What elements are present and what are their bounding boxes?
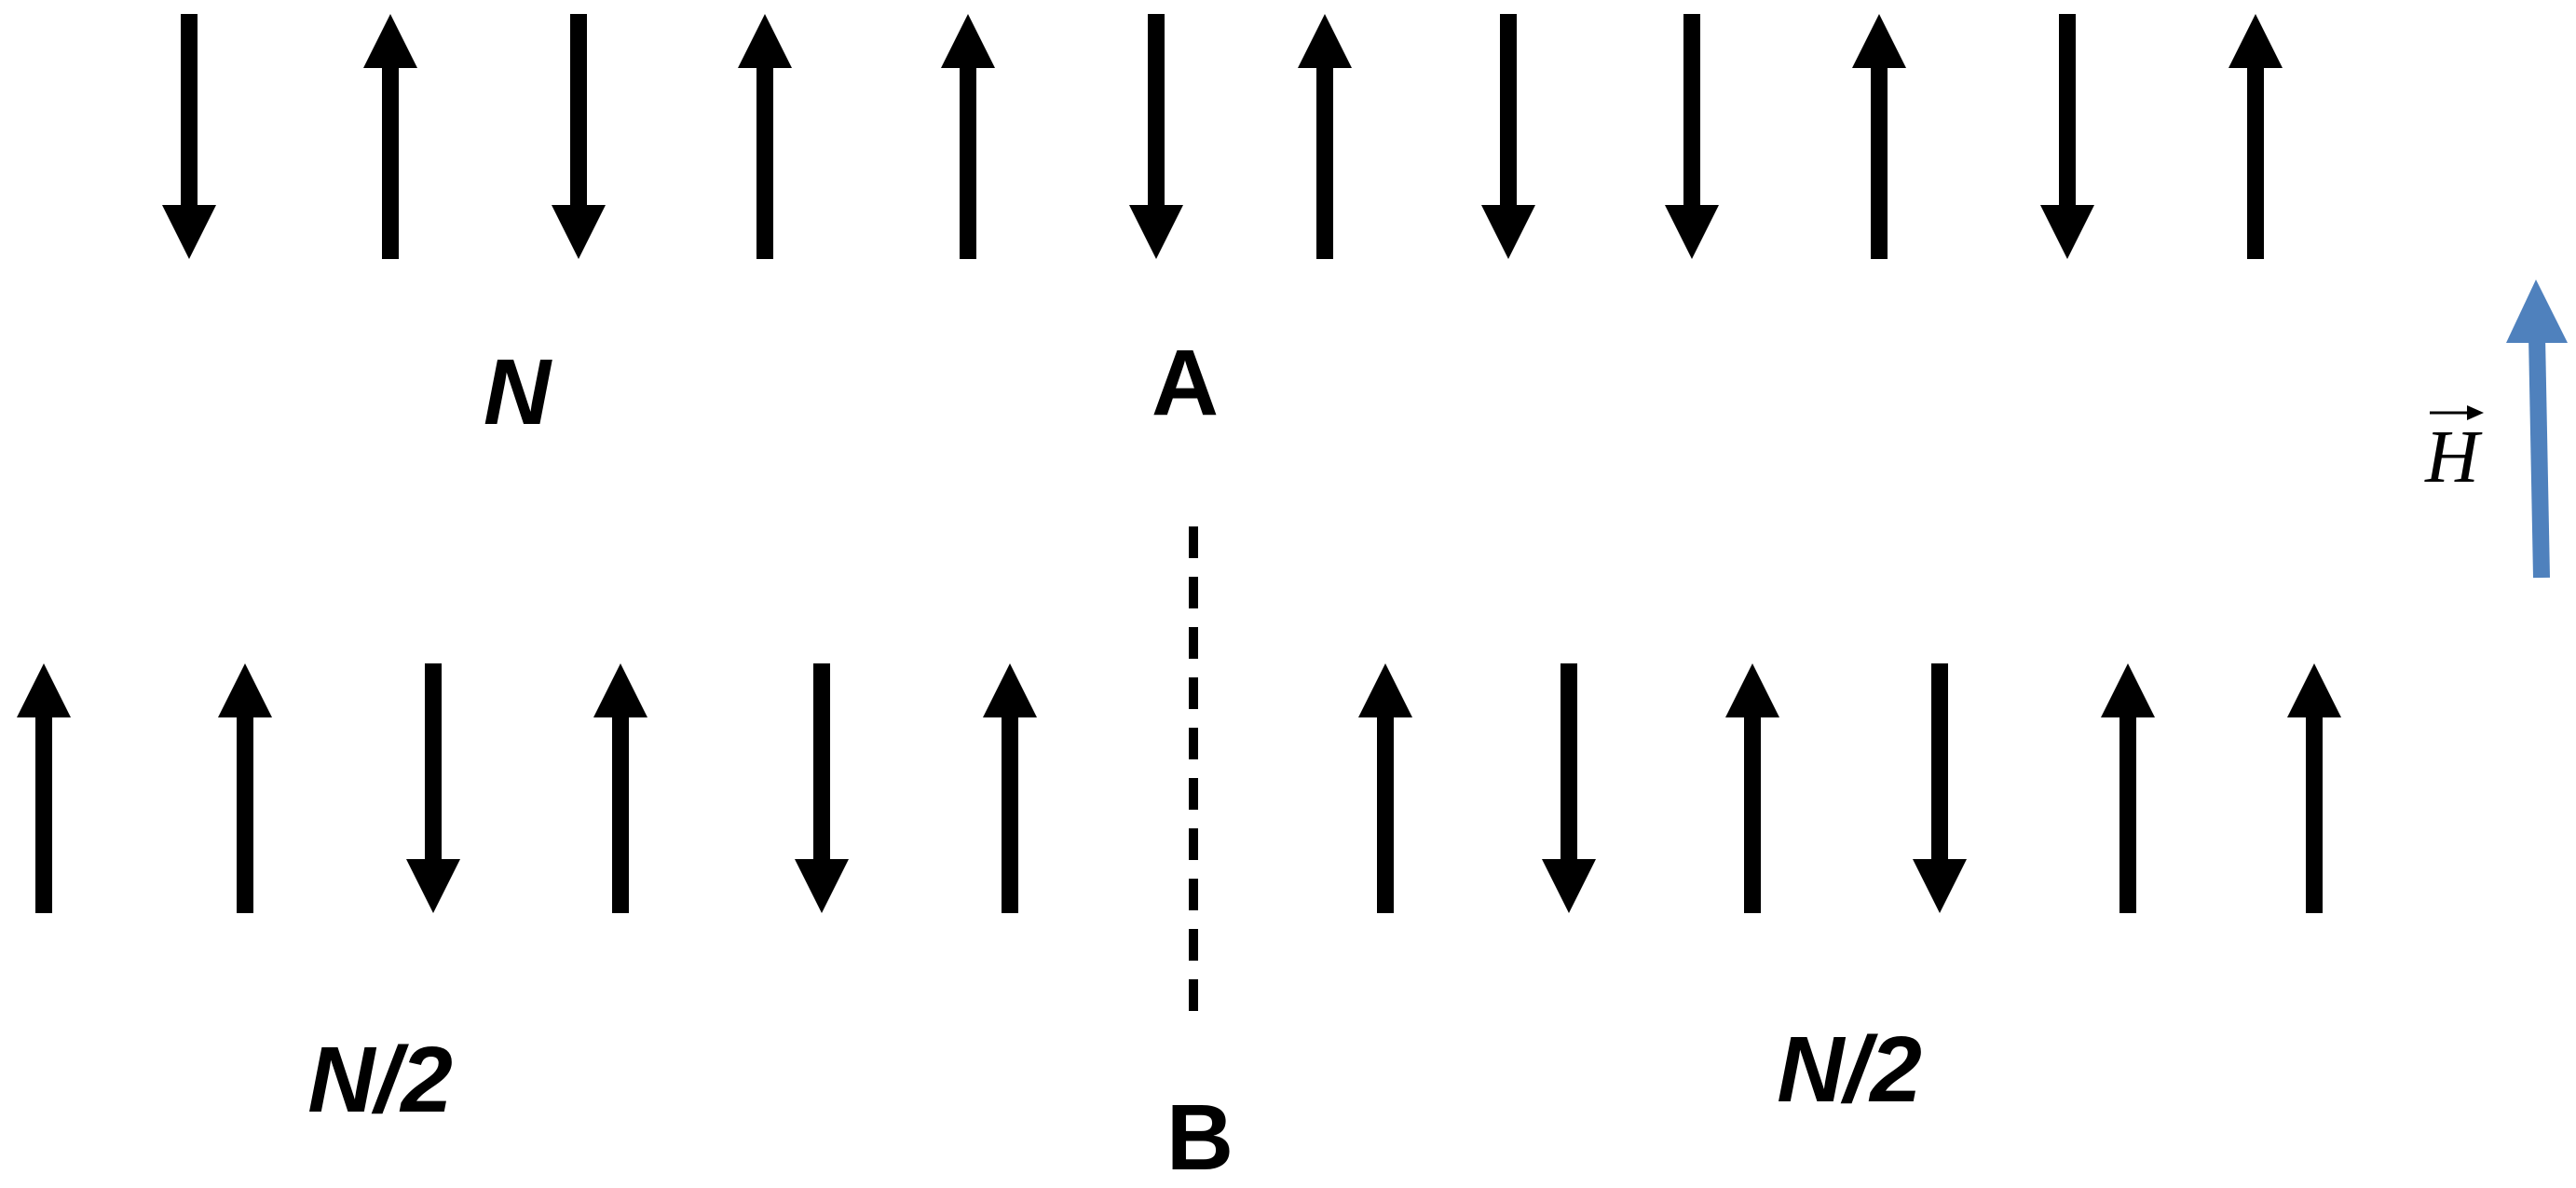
spin-arrow-shaft bbox=[1148, 14, 1165, 207]
spin-arrow-head bbox=[1481, 205, 1535, 259]
spin-arrow-shaft bbox=[35, 716, 52, 913]
row-b-left-spin-up-arrow bbox=[17, 663, 71, 913]
row-a-spin-down-arrow bbox=[162, 14, 216, 259]
row-a-spins bbox=[162, 14, 2283, 259]
spin-arrow-head bbox=[2101, 663, 2155, 717]
spin-arrow-head bbox=[1665, 205, 1719, 259]
spin-arrow-head bbox=[1298, 14, 1352, 68]
row-b-label: B bbox=[1166, 1086, 1233, 1188]
spin-arrow-head bbox=[1852, 14, 1906, 68]
row-b-right-spin-up-arrow bbox=[2101, 663, 2155, 913]
row-a-spin-up-arrow bbox=[941, 14, 995, 259]
spin-arrow-head bbox=[1358, 663, 1412, 717]
spin-arrow-shaft bbox=[960, 66, 976, 259]
row-b-right-spin-up-arrow bbox=[1725, 663, 1779, 913]
row-b-right-count-label: N/2 bbox=[1777, 1017, 1922, 1122]
spin-arrow-shaft bbox=[1500, 14, 1517, 207]
row-a-spin-down-arrow bbox=[552, 14, 606, 259]
row-b-left-spin-up-arrow bbox=[983, 663, 1037, 913]
row-b-right-spin-down-arrow bbox=[1913, 663, 1967, 913]
spin-arrow-head bbox=[406, 859, 460, 913]
spin-arrow-head bbox=[1913, 859, 1967, 913]
spin-arrow-shaft bbox=[382, 66, 399, 259]
row-a-spin-up-arrow bbox=[363, 14, 417, 259]
spin-arrow-head bbox=[218, 663, 272, 717]
spin-arrow-head bbox=[795, 859, 849, 913]
spin-arrow-shaft bbox=[2306, 716, 2323, 913]
spin-arrow-head bbox=[552, 205, 606, 259]
row-b-right-spin-up-arrow bbox=[2287, 663, 2341, 913]
spin-arrow-head bbox=[1725, 663, 1779, 717]
row-b-left-spin-down-arrow bbox=[795, 663, 849, 913]
spin-arrow-shaft bbox=[1002, 716, 1018, 913]
spin-arrow-shaft bbox=[612, 716, 629, 913]
spin-arrow-head bbox=[593, 663, 647, 717]
row-a-spin-up-arrow bbox=[2228, 14, 2283, 259]
row-b-left-spin-up-arrow bbox=[593, 663, 647, 913]
row-a-spin-up-arrow bbox=[738, 14, 792, 259]
field-arrow-shaft bbox=[2528, 335, 2550, 579]
spin-arrow-shaft bbox=[425, 663, 442, 861]
row-b-left-spin-down-arrow bbox=[406, 663, 460, 913]
row-a-spin-down-arrow bbox=[1129, 14, 1183, 259]
spin-arrow-shaft bbox=[1931, 663, 1948, 861]
spin-arrow-shaft bbox=[570, 14, 587, 207]
spin-arrow-head bbox=[983, 663, 1037, 717]
spin-arrow-shaft bbox=[813, 663, 830, 861]
spin-arrow-head bbox=[1129, 205, 1183, 259]
row-b-spins bbox=[17, 663, 2341, 913]
row-a-label: A bbox=[1152, 331, 1219, 435]
spin-arrow-shaft bbox=[1683, 14, 1700, 207]
spin-arrow-head bbox=[2040, 205, 2094, 259]
spin-arrow-shaft bbox=[2119, 716, 2136, 913]
row-a-count-label: N bbox=[484, 340, 552, 444]
spin-arrow-shaft bbox=[1377, 716, 1394, 913]
spin-arrow-shaft bbox=[1561, 663, 1577, 861]
spin-arrow-head bbox=[17, 663, 71, 717]
row-b-left-count-label: N/2 bbox=[307, 1028, 453, 1132]
row-a-spin-down-arrow bbox=[1481, 14, 1535, 259]
row-a-spin-down-arrow bbox=[1665, 14, 1719, 259]
spin-arrow-head bbox=[363, 14, 417, 68]
spin-arrow-shaft bbox=[181, 14, 198, 207]
row-a-spin-down-arrow bbox=[2040, 14, 2094, 259]
spin-arrow-shaft bbox=[1316, 66, 1333, 259]
spin-arrow-head bbox=[738, 14, 792, 68]
spin-arrow-shaft bbox=[237, 716, 253, 913]
row-b-right-spin-up-arrow bbox=[1358, 663, 1412, 913]
spin-arrow-head bbox=[162, 205, 216, 259]
row-a-spin-up-arrow bbox=[1298, 14, 1352, 259]
spin-arrow-head bbox=[2287, 663, 2341, 717]
spin-arrow-head bbox=[941, 14, 995, 68]
vector-arrow-head-icon bbox=[2467, 405, 2484, 420]
row-a-spin-up-arrow bbox=[1852, 14, 1906, 259]
spin-arrow-shaft bbox=[2059, 14, 2076, 207]
row-b-right-spin-down-arrow bbox=[1542, 663, 1596, 913]
spin-arrow-head bbox=[1542, 859, 1596, 913]
spin-arrow-shaft bbox=[1744, 716, 1761, 913]
spin-arrow-shaft bbox=[756, 66, 773, 259]
spin-arrow-shaft bbox=[1871, 66, 1888, 259]
spin-arrow-head bbox=[2228, 14, 2283, 68]
field-label-group: H bbox=[2424, 405, 2484, 498]
field-label: H bbox=[2424, 416, 2483, 498]
spin-arrow-shaft bbox=[2247, 66, 2264, 259]
field-arrow-head bbox=[2506, 280, 2568, 343]
row-b-left-spin-up-arrow bbox=[218, 663, 272, 913]
field-arrow bbox=[2506, 280, 2568, 579]
